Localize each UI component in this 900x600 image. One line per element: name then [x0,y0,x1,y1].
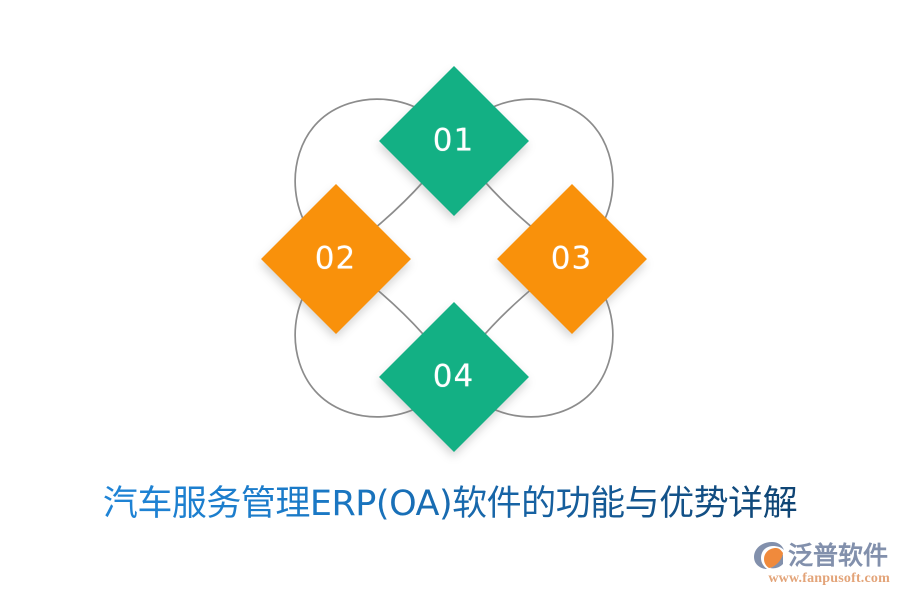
logo-row: 泛普软件 [752,540,888,570]
logo-url: www.fanpusoft.com [768,571,890,586]
node-03-label: 03 [551,240,593,277]
fanpu-logo-icon [754,542,784,569]
logo-name: 泛普软件 [788,540,889,570]
title-bar: 汽车服务管理ERP(OA)软件的功能与优势详解 [0,470,900,530]
node-04-label: 04 [433,358,475,395]
brand-logo[interactable]: 泛普软件 www.fanpusoft.com [752,540,892,590]
node-02-label: 02 [315,240,357,277]
diagram-canvas: 01 02 03 04 [261,66,647,452]
node-01-label: 01 [433,122,475,159]
page-title: 汽车服务管理ERP(OA)软件的功能与优势详解 [103,475,798,526]
